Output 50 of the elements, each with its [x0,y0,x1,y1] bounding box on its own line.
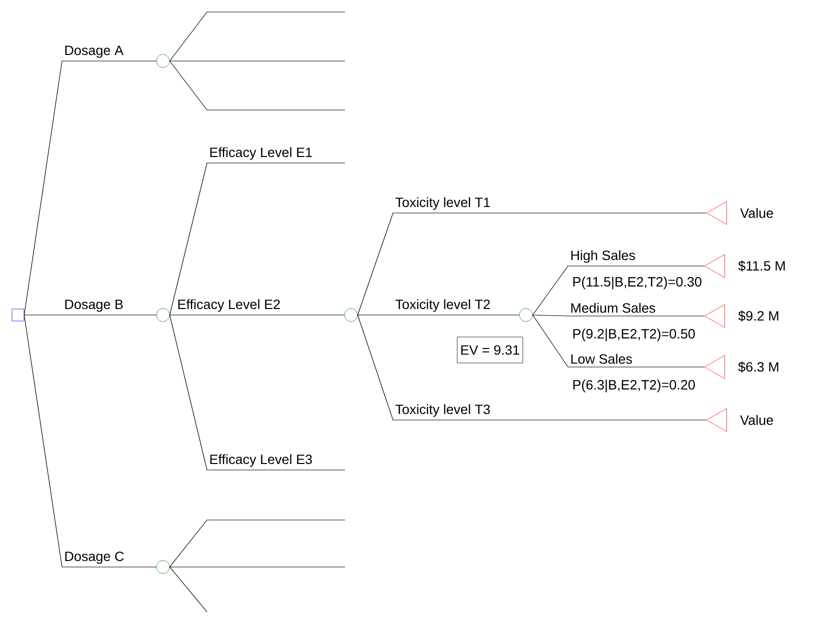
branch-line [169,520,346,568]
payoff-label: $6.3 M [738,362,778,372]
terminal-node [706,408,727,432]
terminal-node [704,254,725,278]
branch-line [169,60,346,110]
branch-line [169,566,346,568]
probability-label: P(6.3|B,E2,T2)=0.20 [573,380,695,392]
branch-label: Efficacy Level E2 [178,299,280,312]
branch-line [169,314,346,470]
branch-line [24,314,157,568]
payoff-label: Value [740,208,773,218]
branch-line [24,60,157,316]
branch-line [532,314,705,368]
branch-line [169,162,346,316]
branch-line [169,566,208,612]
terminal-node [704,355,725,379]
branch-label: Efficacy Level E3 [210,454,312,467]
payoff-label: $11.5 M [738,260,785,272]
branch-label: Dosage C [65,552,124,564]
branch-label: Toxicity level T2 [396,299,490,312]
branch-line [532,314,705,316]
branch-line [169,314,345,316]
payoff-label: Value [740,415,773,425]
branch-line [169,12,346,62]
branch-line [357,314,520,316]
branch-label: Toxicity level T1 [396,197,490,210]
branch-label: Toxicity level T3 [396,404,490,417]
payoff-label: $9.2 M [738,310,778,322]
branch-line [357,314,707,420]
branch-line [532,266,705,316]
branch-label: High Sales [571,250,635,263]
chance-node [344,308,358,322]
branch-line [24,314,157,316]
chance-node [156,54,170,68]
probability-label: P(11.5|B,E2,T2)=0.30 [573,276,702,290]
decision-node [12,308,24,322]
probability-label: P(9.2|B,E2,T2)=0.50 [573,328,695,342]
branch-line [169,60,346,62]
value-box: EV = 9.31 [456,336,524,364]
chance-node [156,308,170,322]
branch-label: Dosage B [65,300,123,312]
chance-node [156,560,170,574]
branch-label: Efficacy Level E1 [210,147,312,160]
chance-node [519,308,533,322]
branch-label: Dosage A [65,46,124,58]
branch-label: Medium Sales [571,302,656,313]
branch-label: Low Sales [571,354,632,364]
terminal-node [704,304,725,328]
branch-line [357,212,707,316]
terminal-node [706,201,727,225]
